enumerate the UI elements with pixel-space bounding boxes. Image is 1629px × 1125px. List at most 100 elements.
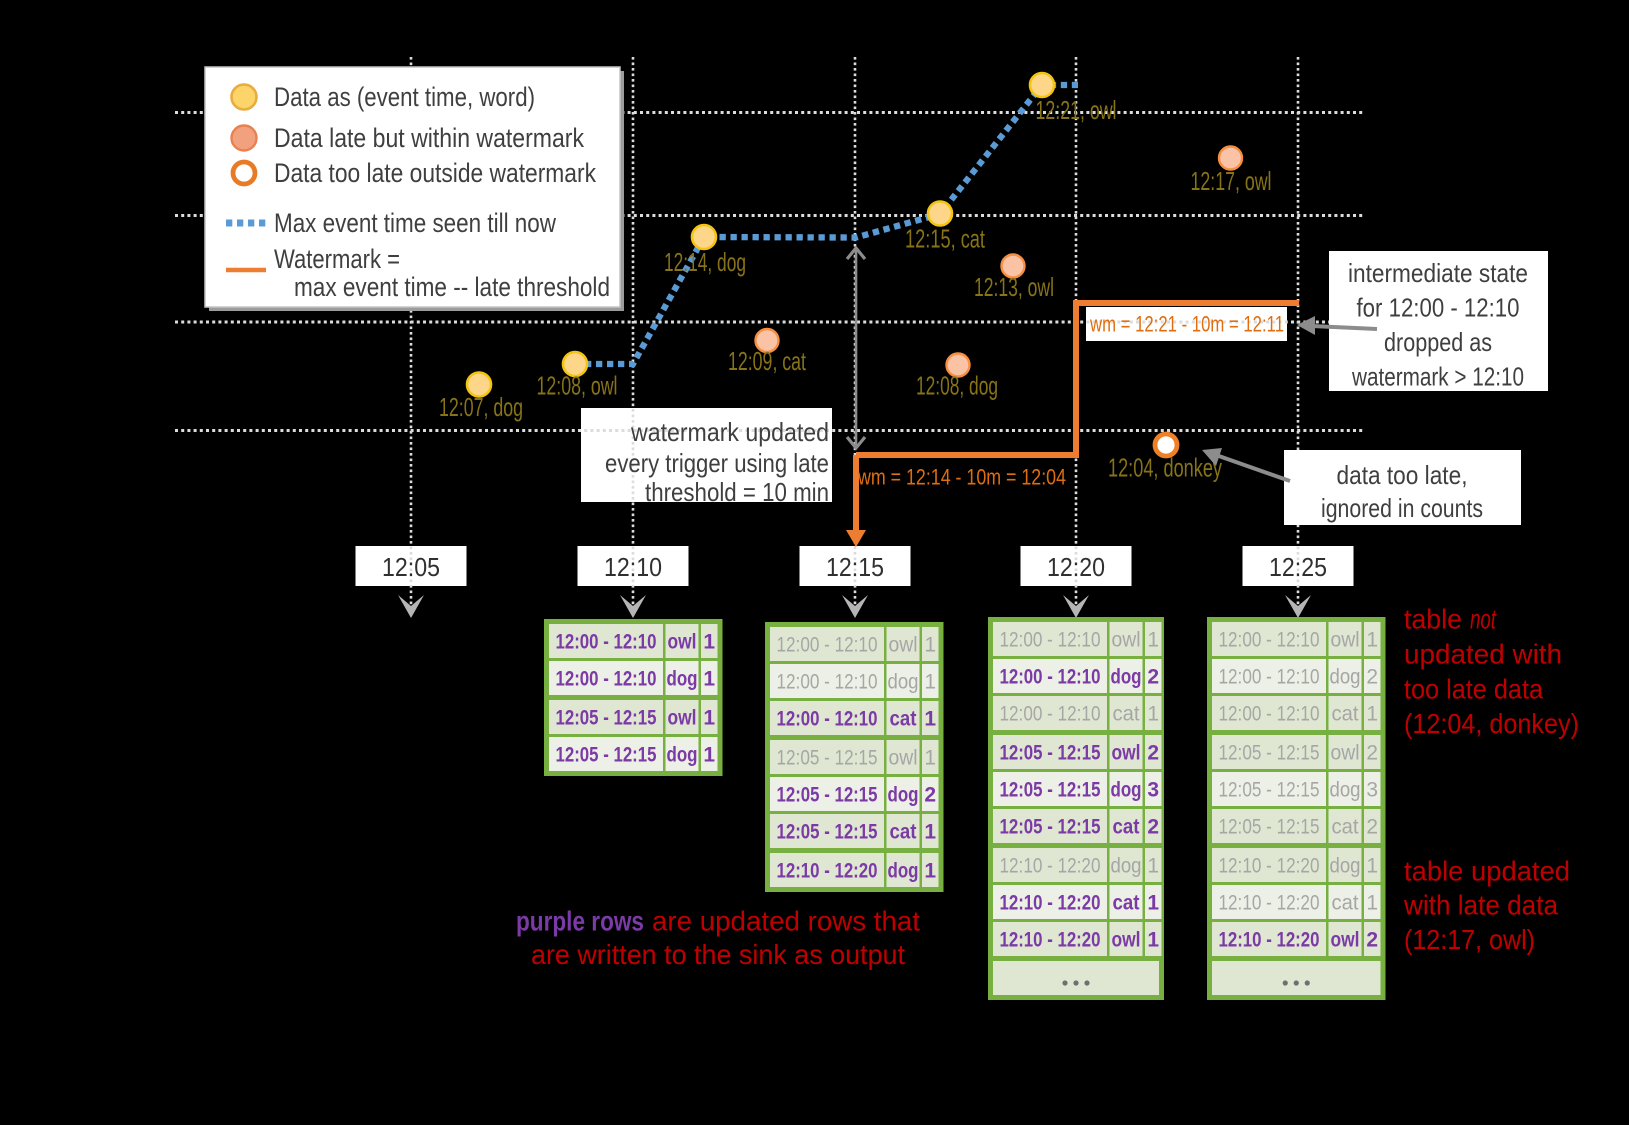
svg-text:1: 1: [1147, 892, 1159, 915]
svg-text:data too late,: data too late,: [1337, 460, 1468, 490]
svg-text:12:05 - 12:15: 12:05 - 12:15: [1219, 816, 1320, 839]
svg-text:owl: owl: [1331, 629, 1360, 652]
svg-text:1: 1: [1366, 629, 1378, 652]
svg-text:12:20: 12:20: [1047, 552, 1105, 582]
svg-text:12:05 - 12:15: 12:05 - 12:15: [556, 744, 657, 767]
svg-text:not: not: [1470, 604, 1497, 635]
svg-text:cat: cat: [1332, 703, 1359, 726]
svg-text:12:10: 12:10: [604, 552, 662, 582]
svg-text:1: 1: [1147, 929, 1159, 952]
svg-text:12:05 - 12:15: 12:05 - 12:15: [777, 821, 878, 844]
svg-text:owl: owl: [1112, 629, 1141, 652]
svg-text:table updated: table updated: [1404, 856, 1570, 887]
svg-text:12:15: 12:15: [826, 552, 884, 582]
svg-text:cat: cat: [1113, 703, 1140, 726]
svg-text:12:05 - 12:15: 12:05 - 12:15: [1000, 742, 1101, 765]
svg-text:owl: owl: [889, 634, 918, 657]
svg-text:12:17, owl: 12:17, owl: [1191, 166, 1272, 196]
svg-text:Max event time seen till now: Max event time seen till now: [274, 208, 556, 238]
svg-text:purple rows: purple rows: [516, 906, 644, 937]
svg-text:1: 1: [1366, 855, 1378, 878]
svg-text:12:04, donkey: 12:04, donkey: [1108, 453, 1222, 483]
svg-text:12:05 - 12:15: 12:05 - 12:15: [777, 784, 878, 807]
svg-text:12:14, dog: 12:14, dog: [664, 247, 746, 277]
svg-text:1: 1: [703, 668, 715, 691]
svg-text:12:10 - 12:20: 12:10 - 12:20: [1000, 855, 1101, 878]
svg-text:cat: cat: [890, 821, 917, 844]
svg-text:1: 1: [1147, 629, 1159, 652]
svg-text:dog: dog: [1330, 855, 1361, 878]
svg-text:2: 2: [1366, 816, 1378, 839]
svg-text:12:10 - 12:20: 12:10 - 12:20: [1000, 892, 1101, 915]
svg-text:ignored in counts: ignored in counts: [1321, 493, 1483, 523]
svg-text:12:00 - 12:10: 12:00 - 12:10: [1219, 703, 1320, 726]
svg-text:dog: dog: [1111, 779, 1142, 802]
svg-text:12:09, cat: 12:09, cat: [728, 346, 807, 376]
svg-text:3: 3: [1147, 779, 1159, 802]
svg-text:12:05 - 12:15: 12:05 - 12:15: [556, 707, 657, 730]
svg-text:dog: dog: [1330, 666, 1361, 689]
svg-text:owl: owl: [668, 631, 697, 654]
svg-text:12:05 - 12:15: 12:05 - 12:15: [1219, 742, 1320, 765]
svg-text:Watermark =: Watermark =: [274, 244, 400, 274]
svg-text:Data late but within watermark: Data late but within watermark: [274, 123, 584, 153]
svg-text:12:05 - 12:15: 12:05 - 12:15: [1219, 779, 1320, 802]
svg-text:wm = 12:14 - 10m = 12:04: wm = 12:14 - 10m = 12:04: [857, 465, 1066, 490]
svg-text:1: 1: [924, 708, 936, 731]
svg-text:12:10 - 12:20: 12:10 - 12:20: [1219, 892, 1320, 915]
svg-text:1: 1: [924, 860, 936, 883]
svg-text:Data as (event time, word): Data as (event time, word): [274, 82, 535, 112]
svg-text:dog: dog: [888, 860, 919, 883]
svg-text:owl: owl: [1112, 742, 1141, 765]
svg-text:owl: owl: [889, 747, 918, 770]
svg-text:cat: cat: [1332, 892, 1359, 915]
svg-text:12:00 - 12:10: 12:00 - 12:10: [1000, 666, 1101, 689]
svg-text:dog: dog: [667, 744, 698, 767]
svg-text:dog: dog: [888, 784, 919, 807]
svg-text:owl: owl: [1112, 929, 1141, 952]
svg-text:max event time -- late thresho: max event time -- late threshold: [294, 272, 610, 302]
svg-text:Data too late outside watermar: Data too late outside watermark: [274, 158, 596, 188]
svg-text:for 12:00 - 12:10: for 12:00 - 12:10: [1357, 293, 1520, 323]
svg-text:1: 1: [924, 634, 936, 657]
svg-text:2: 2: [1366, 929, 1378, 952]
svg-text:12:00 - 12:10: 12:00 - 12:10: [556, 668, 657, 691]
svg-text:12:10 - 12:20: 12:10 - 12:20: [1000, 929, 1101, 952]
svg-text:every trigger using late: every trigger using late: [605, 448, 829, 478]
svg-text:12:00 - 12:10: 12:00 - 12:10: [556, 631, 657, 654]
svg-text:12:13, owl: 12:13, owl: [974, 272, 1054, 302]
svg-text:cat: cat: [1113, 892, 1140, 915]
svg-text:cat: cat: [1113, 816, 1140, 839]
svg-text:12:00 - 12:10: 12:00 - 12:10: [1219, 629, 1320, 652]
svg-text:12:00 - 12:10: 12:00 - 12:10: [1000, 703, 1101, 726]
svg-text:dog: dog: [1111, 666, 1142, 689]
svg-text:are written to the sink as out: are written to the sink as output: [531, 939, 905, 970]
svg-text:1: 1: [1366, 892, 1378, 915]
svg-text:too late data: too late data: [1404, 674, 1543, 705]
svg-text:dog: dog: [1111, 855, 1142, 878]
svg-text:12:15, cat: 12:15, cat: [905, 224, 986, 254]
svg-text:dropped as: dropped as: [1384, 327, 1492, 357]
svg-text:updated with: updated with: [1404, 639, 1562, 670]
svg-text:12:10 - 12:20: 12:10 - 12:20: [777, 860, 878, 883]
svg-text:12:10 - 12:20: 12:10 - 12:20: [1219, 855, 1320, 878]
svg-text:owl: owl: [1331, 742, 1360, 765]
svg-text:intermediate state: intermediate state: [1348, 258, 1528, 288]
svg-text:2: 2: [1366, 742, 1378, 765]
svg-text:12:05 - 12:15: 12:05 - 12:15: [777, 747, 878, 770]
svg-text:cat: cat: [890, 708, 917, 731]
svg-text:12:00 - 12:10: 12:00 - 12:10: [1000, 629, 1101, 652]
svg-text:12:05: 12:05: [382, 552, 440, 582]
svg-text:1: 1: [924, 747, 936, 770]
svg-text:12:05 - 12:15: 12:05 - 12:15: [1000, 779, 1101, 802]
svg-text:12:21, owl: 12:21, owl: [1036, 95, 1117, 125]
svg-text:dog: dog: [888, 671, 919, 694]
svg-text:12:05 - 12:15: 12:05 - 12:15: [1000, 816, 1101, 839]
svg-text:(12:17, owl): (12:17, owl): [1404, 924, 1535, 955]
svg-text:1: 1: [703, 631, 715, 654]
svg-text:dog: dog: [667, 668, 698, 691]
svg-text:owl: owl: [1331, 929, 1360, 952]
svg-text:2: 2: [924, 784, 936, 807]
svg-text:1: 1: [703, 707, 715, 730]
svg-text:12:07, dog: 12:07, dog: [439, 392, 523, 422]
